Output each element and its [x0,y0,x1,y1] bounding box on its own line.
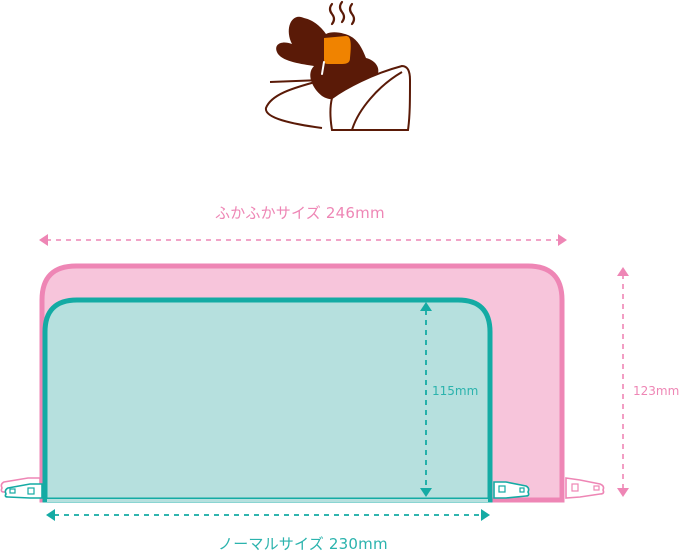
right-fluffy-zipper-pull-icon [565,477,605,499]
normal-size-pouch [42,297,493,503]
normal-size-label: ノーマルサイズ 230mm [218,535,388,553]
normal-width-arrow [46,509,490,521]
fluffy-size-label: ふかふかサイズ 246mm [215,204,385,222]
rabbit-pillow-icon [265,0,412,131]
normal-height-label: 115mm [432,384,479,398]
fluffy-height-label: 123mm [633,384,680,398]
fluffy-height-arrow [617,267,629,497]
fluffy-width-arrow [39,234,567,246]
left-zipper-pull-icon [0,477,43,499]
normal-height-arrow [420,302,432,497]
right-normal-zipper-pull-icon [493,481,530,499]
rabbit-illustration [262,0,422,140]
